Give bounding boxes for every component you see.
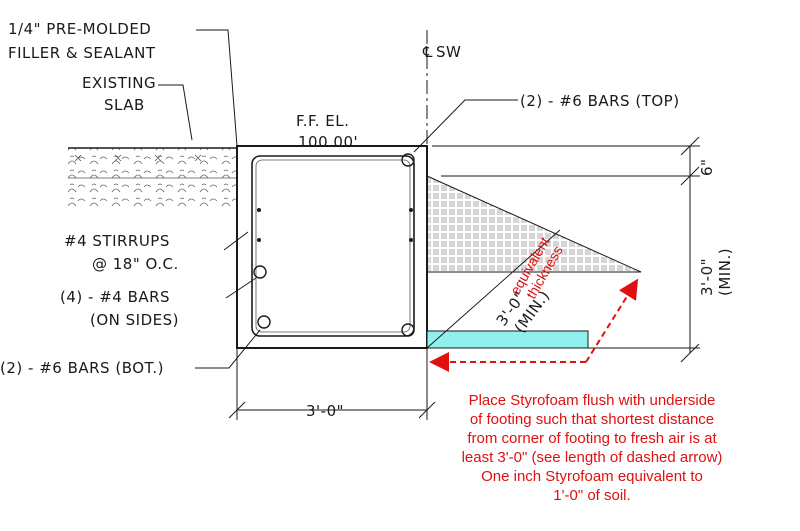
styrofoam-board <box>426 330 589 349</box>
stirrups-label-line1: #4 STIRRUPS <box>64 232 170 250</box>
existing-slab <box>68 147 236 208</box>
centerline-label: SW <box>436 43 461 61</box>
centerline-symbol: ℄ <box>422 43 433 61</box>
note-line-6: 1'-0" of soil. <box>553 487 630 504</box>
note-line-5: One inch Styrofoam equivalent to <box>481 468 703 485</box>
dim-depth-line2: (MIN.) <box>716 248 734 296</box>
dim-width: 3'-0" <box>306 402 344 420</box>
dim-depth-line1: 3'-0" <box>698 258 716 296</box>
styrofoam-note: Place Styrofoam flush with underside of … <box>462 392 723 504</box>
bottom-bars-label: (2) - #6 BARS (BOT.) <box>0 359 164 377</box>
note-line-3: from corner of footing to fresh air is a… <box>467 430 717 447</box>
dim-six-inch: 6" <box>698 159 716 176</box>
note-line-1: Place Styrofoam flush with underside <box>469 392 716 409</box>
filler-label-line2: FILLER & SEALANT <box>8 44 156 62</box>
note-line-4: least 3'-0" (see length of dashed arrow) <box>462 449 723 466</box>
top-bars-label: (2) - #6 BARS (TOP) <box>520 92 680 110</box>
side-bars-label-line1: (4) - #4 BARS <box>60 288 170 306</box>
ffel-value: 100.00' <box>298 133 358 151</box>
stirrups-label-line2: @ 18" O.C. <box>92 255 179 273</box>
footing <box>236 145 428 349</box>
leaders <box>158 29 518 369</box>
filler-label-line1: 1/4" PRE-MOLDED <box>8 20 151 38</box>
ffel-label: F.F. EL. <box>296 112 349 130</box>
note-line-2: of footing such that shortest distance <box>470 411 714 428</box>
slab-label-line2: SLAB <box>104 96 145 114</box>
slab-label-line1: EXISTING <box>82 74 156 92</box>
dimension-lines <box>228 136 700 420</box>
side-bars-label-line2: (ON SIDES) <box>90 311 179 329</box>
shortest-path-arrow <box>429 278 639 372</box>
